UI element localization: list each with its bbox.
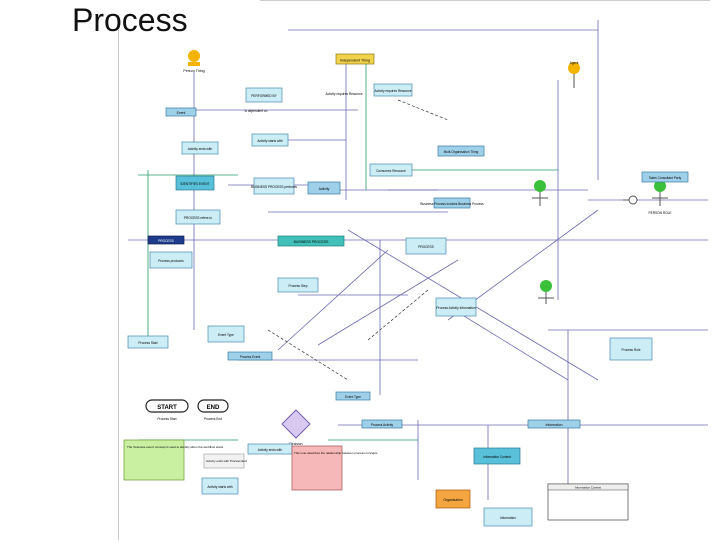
person-thing-label: Person Thing bbox=[183, 69, 204, 73]
svg-text:Information Context: Information Context bbox=[483, 455, 511, 459]
process-refers-to-box: PROCESS refers to bbox=[175, 209, 221, 225]
svg-text:Process Step: Process Step bbox=[289, 284, 308, 288]
process-produces-box: Process produces bbox=[149, 251, 193, 269]
organisation-icon bbox=[623, 195, 638, 205]
svg-text:Activity ends with: Activity ends with bbox=[188, 147, 213, 151]
note-gray: Activity ends with Process End bbox=[203, 453, 247, 469]
consumes-resource-box: Consumes Resource bbox=[369, 163, 413, 177]
identifies-event-box: IDENTIFIES EVENT bbox=[175, 175, 215, 191]
svg-text:BUSINESS PROCESS performs: BUSINESS PROCESS performs bbox=[251, 185, 297, 189]
activity-ends-with-box: Activity ends with bbox=[181, 141, 219, 155]
svg-text:Activity starts with: Activity starts with bbox=[257, 139, 283, 143]
information-context-box: Information Context bbox=[473, 447, 521, 465]
svg-text:Process Role: Process Role bbox=[622, 348, 641, 352]
person-role-icon-right bbox=[652, 180, 668, 206]
svg-text:PROCESS: PROCESS bbox=[158, 239, 174, 243]
svg-text:Independent Thing: Independent Thing bbox=[340, 59, 370, 63]
svg-text:Consumes Resource: Consumes Resource bbox=[376, 169, 406, 173]
is-dependent-on-label: is dependent on bbox=[245, 109, 268, 113]
svg-text:Activity: Activity bbox=[319, 187, 330, 191]
svg-text:END: END bbox=[207, 405, 220, 411]
start-node: START bbox=[145, 399, 189, 413]
process-step-box: Process Step bbox=[277, 277, 319, 293]
process-left-box: PROCESS bbox=[147, 235, 185, 245]
process-diagram: Independent Thing Person Thing Agent PER… bbox=[117, 0, 710, 540]
note-pink: This note describes the relationship bet… bbox=[291, 445, 378, 491]
note-legend: Information Context bbox=[547, 483, 629, 521]
outcome-box: Event Type bbox=[335, 391, 371, 401]
svg-text:PROCESS: PROCESS bbox=[418, 245, 434, 249]
svg-text:Business Process invokes Busin: Business Process invokes Business Proces… bbox=[420, 202, 484, 206]
information-2-box: Information bbox=[483, 507, 533, 527]
activity-ends-with-2-box: Activity ends with bbox=[247, 443, 293, 455]
svg-text:IDENTIFIES EVENT: IDENTIFIES EVENT bbox=[180, 182, 209, 186]
organisation-box: Organisation bbox=[435, 489, 471, 509]
process-role-icon bbox=[538, 280, 554, 304]
svg-text:Information Context: Information Context bbox=[575, 486, 601, 490]
person-role-icon bbox=[532, 180, 548, 206]
svg-text:Process produces: Process produces bbox=[158, 259, 184, 263]
svg-text:Activity starts with: Activity starts with bbox=[207, 485, 233, 489]
svg-text:Organisation: Organisation bbox=[443, 498, 462, 502]
activity-requires-resource-box: Activity requires Resource bbox=[373, 83, 413, 97]
svg-text:Process Event: Process Event bbox=[240, 355, 261, 359]
performed-by-box: PERFORMED BY bbox=[245, 87, 283, 103]
svg-text:Activity ends with Process End: Activity ends with Process End bbox=[206, 459, 247, 463]
slide-title: Process bbox=[72, 2, 188, 38]
person-role-label: PERSON ROLE bbox=[648, 211, 671, 215]
note-green: The 'business event' concept is used to … bbox=[123, 439, 224, 481]
svg-text:Process Activity Information: Process Activity Information bbox=[436, 306, 475, 310]
svg-text:PERFORMED BY: PERFORMED BY bbox=[251, 94, 277, 98]
activity-role-box: Activity starts with bbox=[201, 477, 239, 495]
event-box: Event bbox=[165, 107, 197, 117]
process-event-box: Process Event bbox=[227, 351, 273, 361]
svg-text:Event Type: Event Type bbox=[218, 333, 234, 337]
svg-text:Event: Event bbox=[177, 111, 186, 115]
svg-text:Sales Consultant Party: Sales Consultant Party bbox=[649, 176, 682, 180]
svg-text:Information: Information bbox=[500, 516, 516, 520]
activity-requires-resource-label: Activity requires Resource bbox=[325, 92, 362, 96]
process-end-label: Process End bbox=[204, 417, 222, 421]
business-process-performs-2-box: PROCESS bbox=[405, 237, 447, 255]
agent-icon bbox=[568, 62, 580, 88]
svg-text:Multi-Organisation Thing: Multi-Organisation Thing bbox=[444, 150, 479, 154]
information-box: Information bbox=[527, 419, 581, 429]
svg-text:Process Start: Process Start bbox=[138, 341, 157, 345]
process-activity-box: Process Activity bbox=[361, 419, 403, 429]
svg-text:Activity requires Resource: Activity requires Resource bbox=[374, 89, 411, 93]
independent-thing-box: Independent Thing bbox=[335, 53, 375, 65]
decision-info-box: Event Type bbox=[207, 325, 245, 343]
organisation-party-box: Sales Consultant Party bbox=[641, 171, 689, 183]
svg-text:Decision: Decision bbox=[289, 442, 302, 446]
svg-text:PROCESS refers to: PROCESS refers to bbox=[184, 216, 212, 220]
decision-node: Decision bbox=[281, 409, 311, 446]
business-process-invokes-box: Business Process invokes Business Proces… bbox=[420, 197, 484, 209]
svg-text:START: START bbox=[157, 405, 177, 411]
activity-box: Activity bbox=[307, 181, 341, 195]
agent-label: Agent bbox=[570, 61, 579, 65]
end-node: END bbox=[197, 399, 229, 413]
svg-text:Event Type: Event Type bbox=[345, 395, 361, 399]
process-role-box: Process Role bbox=[609, 337, 653, 361]
svg-text:The 'business event' concept i: The 'business event' concept is used to … bbox=[127, 445, 224, 449]
svg-text:This note describes the relati: This note describes the relationship bet… bbox=[294, 451, 378, 455]
business-process-box: BUSINESS PROCESS bbox=[277, 235, 345, 247]
process-start-label: Process Start bbox=[157, 417, 176, 421]
multi-organisation-box: Multi-Organisation Thing bbox=[437, 145, 485, 157]
svg-text:BUSINESS PROCESS: BUSINESS PROCESS bbox=[294, 240, 329, 244]
svg-text:Process Activity: Process Activity bbox=[371, 423, 394, 427]
svg-text:Activity ends with: Activity ends with bbox=[258, 448, 283, 452]
business-process-performs-box: BUSINESS PROCESS performs bbox=[251, 177, 297, 195]
process-start-role-box: Process Start bbox=[127, 335, 169, 349]
svg-text:Information: Information bbox=[546, 423, 563, 427]
process-activity-informations-box: Process Activity Information bbox=[435, 297, 477, 317]
activity-starts-with-box: Activity starts with bbox=[251, 133, 289, 147]
person-thing-icon bbox=[188, 50, 200, 66]
